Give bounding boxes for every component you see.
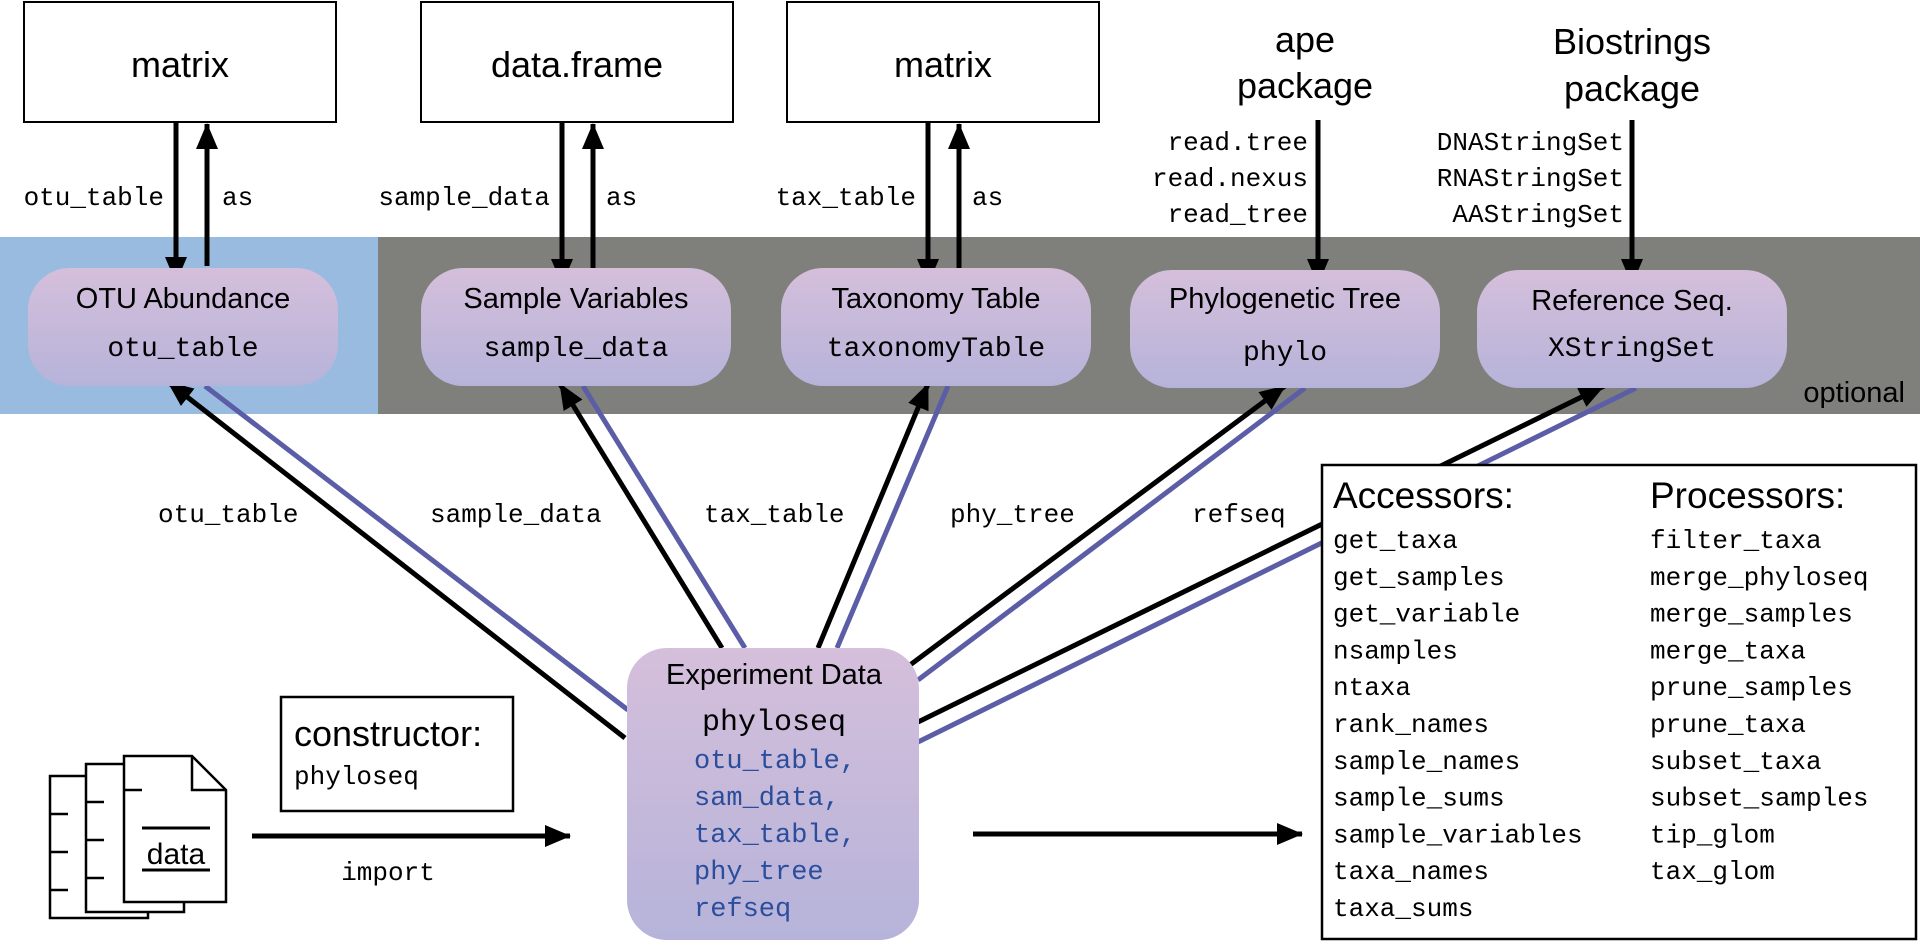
tools-box <box>1320 463 1918 941</box>
accessor-item: get_variable <box>1333 600 1520 630</box>
processor-item: merge_taxa <box>1650 636 1806 666</box>
sample-accessor-arrow <box>557 382 725 650</box>
component-tree-title: Phylogenetic Tree <box>1169 283 1401 315</box>
seq-func-aa: AAStringSet <box>1452 200 1624 230</box>
accessor-label-otu: otu_table <box>158 500 298 530</box>
tax-in-label: tax_table <box>776 183 916 213</box>
accessor-item: ntaxa <box>1333 673 1411 703</box>
processor-item: tax_glom <box>1650 857 1775 887</box>
seq-func-dna: DNAStringSet <box>1437 128 1624 158</box>
data-file-corner <box>190 756 226 792</box>
tax-matrix-label: matrix <box>894 44 992 85</box>
accessor-label-tax: tax_table <box>704 500 844 530</box>
accessor-label-tree: phy_tree <box>950 500 1075 530</box>
experiment-slot-otu: otu_table, <box>694 747 856 777</box>
ape-label-line1: ape <box>1275 19 1335 60</box>
tree-accessor-line <box>916 386 1307 682</box>
tax-accessor-line <box>834 385 951 649</box>
accessor-label-refseq: refseq <box>1192 500 1286 530</box>
experiment-slot-tax: tax_table, <box>694 821 856 851</box>
biostrings-label-line2: package <box>1564 68 1700 109</box>
component-taxonomy-class: taxonomyTable <box>827 334 1045 365</box>
import-label: import <box>341 858 435 888</box>
experiment-slot-sam: sam_data, <box>694 784 840 814</box>
tree-func-read-tree: read.tree <box>1168 128 1308 158</box>
seq-func-rna: RNAStringSet <box>1437 164 1624 194</box>
otu-out-label: as <box>222 183 253 213</box>
optional-label: optional <box>1803 377 1905 409</box>
ape-label-line2: package <box>1237 65 1373 106</box>
sample-frame-label: data.frame <box>491 44 663 85</box>
component-sample-class: sample_data <box>484 334 669 365</box>
accessor-item: sample_variables <box>1333 820 1583 850</box>
tax-accessor-arrow <box>815 383 931 649</box>
processor-item: merge_samples <box>1650 600 1853 630</box>
data-files-icon <box>48 754 228 920</box>
experiment-data-class: phyloseq <box>702 706 846 740</box>
constructor-func: phyloseq <box>294 762 419 792</box>
component-otu-class: otu_table <box>107 334 258 365</box>
otu-matrix-box <box>23 1 337 123</box>
experiment-slot-tree: phy_tree <box>694 858 824 888</box>
component-refseq <box>1477 270 1787 388</box>
otu-matrix-label: matrix <box>131 44 229 85</box>
processor-item: merge_phyloseq <box>1650 563 1868 593</box>
experiment-data-title: Experiment Data <box>666 659 883 691</box>
accessor-item: taxa_names <box>1333 857 1489 887</box>
component-otu <box>28 268 338 386</box>
accessor-item: sample_sums <box>1333 784 1505 814</box>
processor-list: filter_taxa merge_phyloseq merge_samplesme… <box>1650 526 1868 887</box>
component-sample-title: Sample Variables <box>463 283 688 315</box>
tax-out-label: as <box>972 183 1003 213</box>
accessors-title: Accessors: <box>1333 475 1514 516</box>
accessor-list: get_taxa get_samples get_variable nsamples n… <box>1333 526 1583 924</box>
component-sample <box>421 268 731 386</box>
sample-accessor-line <box>580 384 748 650</box>
processors-title: Processors: <box>1650 475 1845 516</box>
otu-accessor-arrow <box>166 380 627 740</box>
component-tree <box>1130 270 1440 388</box>
experiment-slot-refseq: refseq <box>694 895 791 925</box>
biostrings-label-line1: Biostrings <box>1553 21 1711 62</box>
sample-out-label: as <box>606 183 637 213</box>
component-taxonomy-title: Taxonomy Table <box>831 283 1040 315</box>
seq-accessor-arrow <box>916 383 1606 725</box>
sample-in-label: sample_data <box>378 183 550 213</box>
otu-in-label: otu_table <box>24 183 164 213</box>
component-otu-title: OTU Abundance <box>76 283 290 315</box>
processor-item: prune_samples <box>1650 673 1853 703</box>
processor-item: tip_glom <box>1650 820 1775 850</box>
accessor-item: get_taxa <box>1333 526 1458 556</box>
processor-item: filter_taxa <box>1650 526 1822 556</box>
processor-item: subset_taxa <box>1650 747 1822 777</box>
tree-func-read-tree-underscore: read_tree <box>1168 200 1308 230</box>
accessor-item: sample_names <box>1333 747 1520 777</box>
accessor-label-sample: sample_data <box>430 500 602 530</box>
processor-item: prune_taxa <box>1650 710 1806 740</box>
sample-frame-box <box>420 1 734 123</box>
tree-accessor-arrow <box>908 383 1287 668</box>
accessor-item: taxa_sums <box>1333 894 1473 924</box>
tree-func-read-nexus: read.nexus <box>1152 164 1308 194</box>
accessor-item: rank_names <box>1333 710 1489 740</box>
seq-accessor-line <box>916 385 1638 745</box>
constructor-box <box>279 695 515 813</box>
component-refseq-class: XStringSet <box>1548 334 1716 365</box>
constructor-title: constructor: <box>294 713 482 754</box>
accessor-item: nsamples <box>1333 636 1458 666</box>
component-taxonomy <box>781 268 1091 386</box>
component-tree-class: phylo <box>1243 338 1327 369</box>
otu-accessor-line <box>203 384 630 712</box>
data-icon-label: data <box>147 838 206 871</box>
component-refseq-title: Reference Seq. <box>1531 285 1733 317</box>
experiment-data-box <box>627 648 919 940</box>
accessor-item: get_samples <box>1333 563 1505 593</box>
tax-matrix-box <box>786 1 1100 123</box>
processor-item: subset_samples <box>1650 784 1868 814</box>
